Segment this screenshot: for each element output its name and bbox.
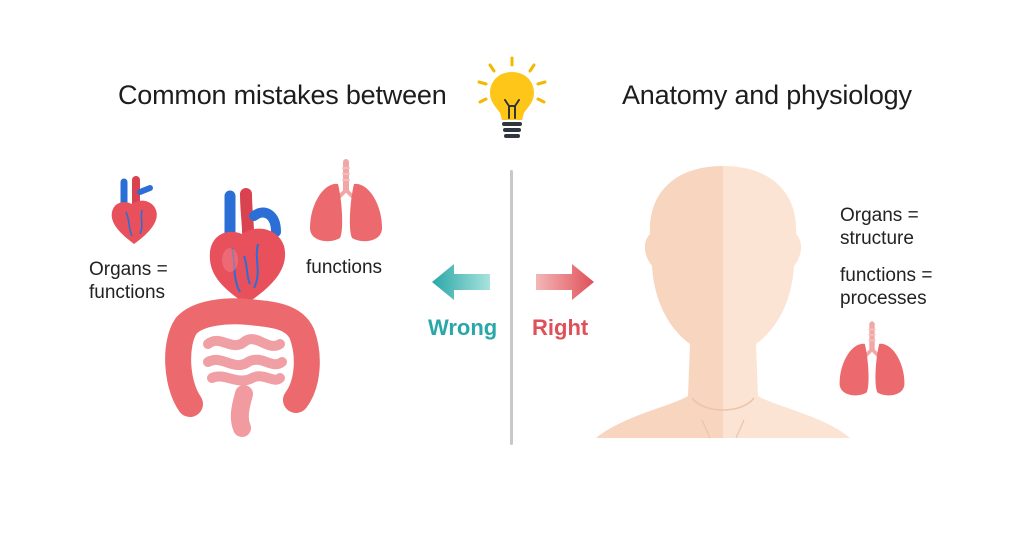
lightbulb-icon (477, 56, 547, 138)
center-divider (510, 170, 513, 445)
organs-functions-label: Organs = functions (89, 258, 168, 304)
lungs-icon-small (839, 321, 905, 396)
functions-processes-line1: functions = (840, 265, 933, 286)
arrow-right-icon (536, 264, 594, 300)
functions-processes-label: functions = processes (840, 264, 932, 310)
organs-structure-line2: structure (840, 228, 914, 249)
heart-icon (209, 188, 286, 304)
left-title: Common mistakes between (118, 80, 447, 110)
lungs-icon (310, 159, 382, 242)
head-icon (596, 166, 850, 439)
organs-structure-line1: Organs = (840, 205, 919, 226)
right-title: Anatomy and physiology (622, 80, 912, 110)
functions-processes-line2: processes (840, 288, 927, 309)
arrow-left-icon (432, 264, 490, 300)
heart-icon-small (111, 176, 157, 244)
organs-structure-label: Organs = structure (840, 204, 919, 250)
right-label: Right (532, 315, 589, 340)
intestines-icon (165, 298, 320, 437)
organs-functions-line1: Organs = (89, 259, 168, 280)
organs-functions-line2: functions (89, 282, 166, 303)
wrong-label: Wrong (428, 315, 498, 340)
functions-label: functions (306, 257, 383, 278)
